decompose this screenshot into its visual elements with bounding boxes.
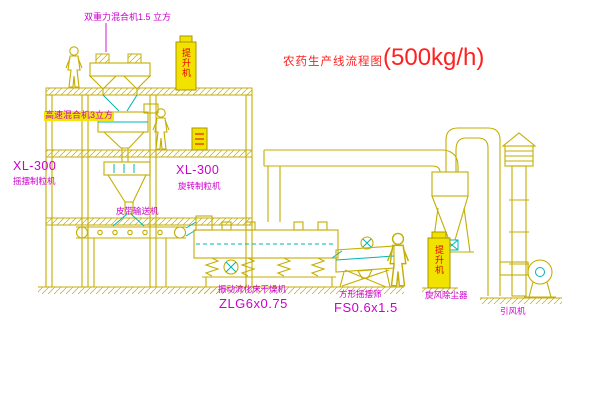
label-high-speed-mixer: 高速混合机3立方 <box>44 110 115 121</box>
ground-hatch <box>38 286 562 304</box>
bucket-elevator-top <box>175 35 197 91</box>
title-text: 农药生产线流程图 <box>283 56 383 68</box>
induced-draft-fan <box>524 259 556 298</box>
label-gravity-mixer: 双重力混合机1.5 立方 <box>84 12 172 22</box>
high-speed-mixer <box>97 103 159 162</box>
worker-figure <box>65 46 83 88</box>
square-sieve <box>335 236 395 288</box>
exhaust-duct <box>263 149 459 173</box>
fluid-bed-dryer <box>193 166 343 287</box>
belt-conveyor <box>75 221 197 287</box>
cyclone-separator <box>428 127 501 296</box>
label-belt-conveyor: 皮带输送机 <box>116 206 159 216</box>
label-granulator-left-name: 摇摆制粒机 <box>13 176 56 186</box>
label-hoist-top: 提升机 <box>181 48 191 78</box>
exhaust-stack <box>501 132 537 297</box>
label-sieve-model: FS0.6x1.5 <box>334 300 398 315</box>
worker-figure <box>152 108 170 150</box>
diagram-title: 农药生产线流程图(500kg/h) <box>283 44 484 72</box>
gravity-mixer <box>88 53 152 112</box>
label-dryer-model: ZLG6x0.75 <box>219 296 288 311</box>
label-induced-draft-fan: 引风机 <box>500 306 526 316</box>
label-granulator-left-model: XL-300 <box>13 159 57 173</box>
label-cyclone-dust-collector: 旋风除尘器 <box>425 290 468 300</box>
worker-figure <box>386 232 410 287</box>
feed-hopper-box <box>191 127 208 151</box>
label-sieve-name: 方形摇摆筛 <box>339 289 382 299</box>
bucket-elevator-right <box>427 231 451 289</box>
rotary-granulator <box>103 161 151 227</box>
label-hoist-right: 提升机 <box>434 245 444 275</box>
label-granulator-right-model: XL-300 <box>176 163 220 177</box>
label-dryer-name: 振动流化床干燥机 <box>218 284 287 294</box>
label-granulator-right-name: 旋转制粒机 <box>178 181 221 191</box>
title-capacity: (500kg/h) <box>383 44 485 71</box>
